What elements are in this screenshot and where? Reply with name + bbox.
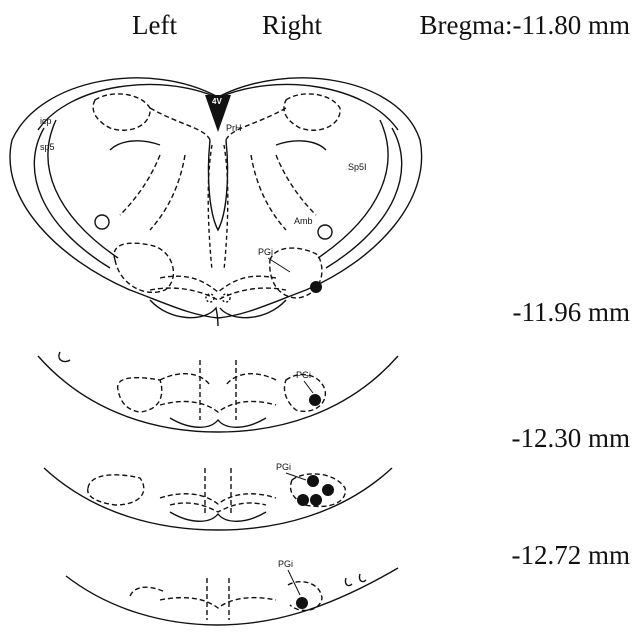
label-pgi-2: PGi: [296, 370, 311, 380]
lesion-dot: [322, 484, 334, 496]
label-pgi-1: PGi: [258, 247, 273, 257]
ventricle-label: 4V: [212, 97, 222, 106]
label-pgi-3: PGi: [276, 462, 291, 472]
section-4: [66, 568, 398, 625]
label-pgi-4: PGi: [278, 559, 293, 569]
label-sp5: sp5: [40, 142, 55, 152]
label-prh: PrH: [226, 123, 242, 133]
section-4-outline: [66, 568, 398, 625]
label-amb: Amb: [294, 216, 313, 226]
lesion-dot: [307, 475, 319, 487]
lesion-dot: [310, 281, 322, 293]
label-icp: icp: [40, 116, 52, 126]
section-3: [44, 468, 392, 530]
lesion-dot: [296, 597, 308, 609]
label-sp5i: Sp5I: [348, 162, 367, 172]
section-3-outline: [44, 468, 392, 530]
section-2: [38, 352, 398, 432]
lesion-dot: [297, 494, 309, 506]
lesion-dot: [309, 394, 321, 406]
lesion-dot: [310, 494, 322, 506]
